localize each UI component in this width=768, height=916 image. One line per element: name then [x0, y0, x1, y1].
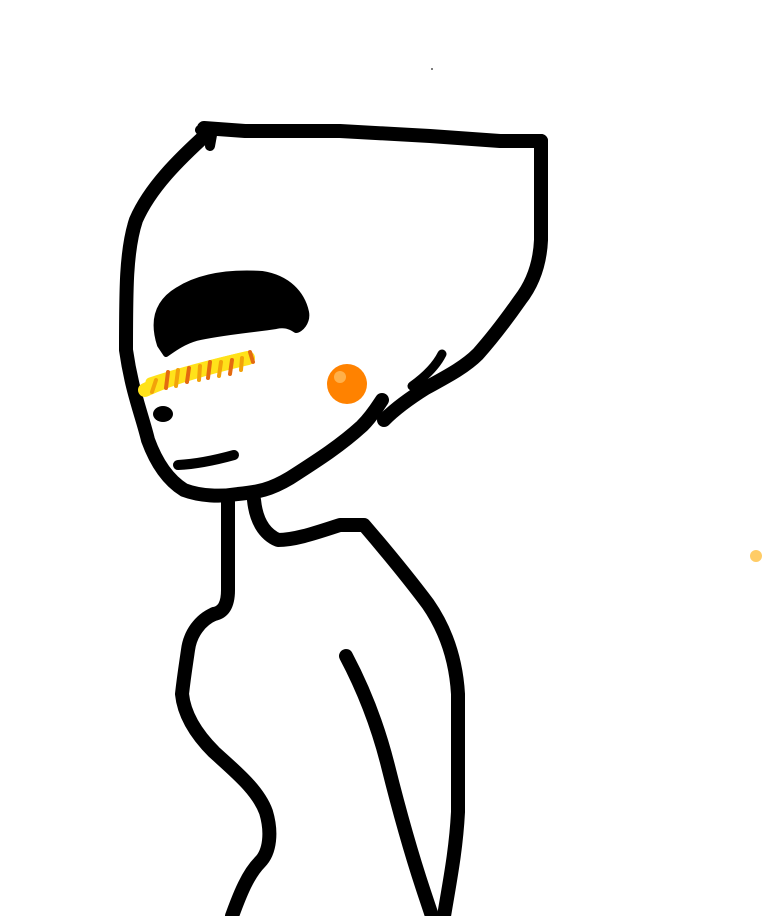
arm-line [339, 649, 439, 916]
stray-speck [431, 68, 433, 70]
hair-tuft-lower [407, 349, 447, 391]
head-right-edge [377, 134, 548, 427]
blush-marks [138, 350, 255, 397]
earring [327, 364, 367, 404]
mouth-line [173, 450, 239, 470]
head-outline [119, 126, 389, 503]
earring-highlight [334, 371, 346, 383]
head-top-line [197, 121, 548, 148]
closed-eye-shape [153, 270, 310, 357]
torso-front-line [175, 607, 277, 916]
head-top-nub [195, 125, 217, 151]
nose-dot [153, 406, 173, 422]
stray-dot [750, 550, 762, 562]
neck-back-and-shoulder [247, 493, 465, 916]
